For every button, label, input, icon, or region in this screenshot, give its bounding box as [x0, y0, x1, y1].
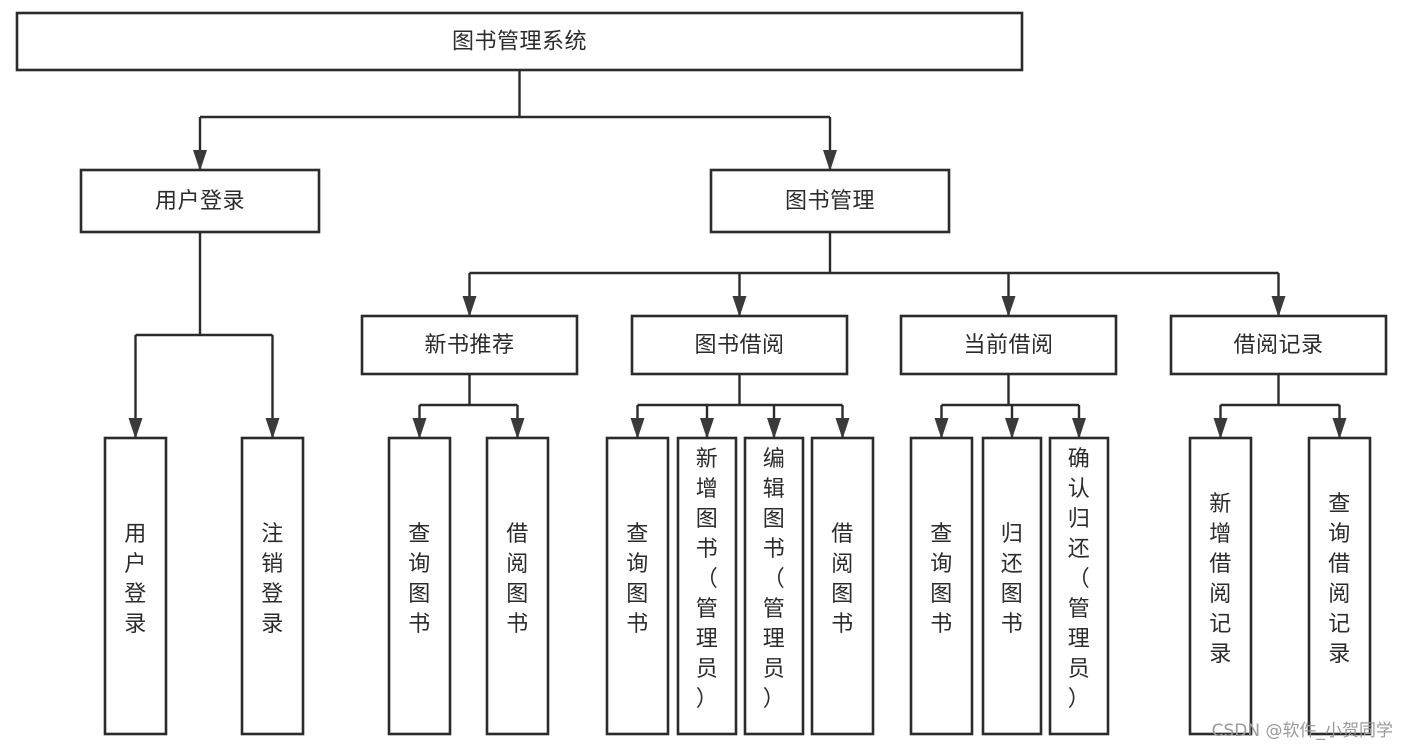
- arrow-head-icon: [1213, 418, 1228, 439]
- level3-node-box[interactable]: [630, 314, 849, 376]
- level2-node-box[interactable]: [709, 168, 951, 234]
- leaf-node-label: 查询图书: [408, 522, 431, 637]
- level3-node-box[interactable]: [1169, 314, 1388, 376]
- leaf-node-label: 编辑图书（管理员）: [763, 447, 786, 712]
- leaf-node-label: 查询图书: [626, 522, 649, 637]
- leaf-node-8[interactable]: 借阅图书: [810, 436, 875, 736]
- arrow-head-icon: [1001, 296, 1016, 317]
- leaf-node-label: 借阅图书: [506, 522, 529, 637]
- node-layer: 图书管理系统用户登录图书管理新书推荐图书借阅当前借阅借阅记录用户登录注销登录查询…: [15, 11, 1388, 736]
- leaf-node-box[interactable]: [810, 436, 875, 736]
- leaf-node-label: 查询图书: [930, 522, 953, 637]
- arrow-head-icon: [412, 418, 427, 439]
- leaf-node-7[interactable]: 编辑图书（管理员）: [743, 436, 805, 736]
- arrow-head-icon: [767, 418, 781, 439]
- level3-node-2[interactable]: 图书借阅: [630, 314, 849, 376]
- leaf-node-label: 借阅图书: [831, 522, 854, 637]
- leaf-node-box[interactable]: [981, 436, 1043, 736]
- leaf-node-box[interactable]: [485, 436, 550, 736]
- leaf-node-11[interactable]: 确认归还（管理员）: [1048, 436, 1110, 736]
- leaf-node-box[interactable]: [1307, 436, 1372, 736]
- level2-node-1[interactable]: 用户登录: [79, 168, 321, 234]
- arrow-head-icon: [193, 150, 207, 171]
- arrow-head-icon: [630, 418, 645, 439]
- level2-node-2[interactable]: 图书管理: [709, 168, 951, 234]
- level3-node-box[interactable]: [899, 314, 1118, 376]
- level3-node-label: 图书借阅: [694, 333, 784, 358]
- leaf-node-box[interactable]: [909, 436, 974, 736]
- leaf-node-box[interactable]: [387, 436, 452, 736]
- level3-node-box[interactable]: [360, 314, 579, 376]
- arrow-head-icon: [732, 296, 747, 317]
- arrow-head-icon: [462, 296, 477, 317]
- leaf-node-box[interactable]: [103, 436, 168, 736]
- leaf-node-label: 归还图书: [1001, 522, 1024, 637]
- leaf-node-box[interactable]: [240, 436, 305, 736]
- level3-node-4[interactable]: 借阅记录: [1169, 314, 1388, 376]
- arrow-head-icon: [835, 418, 850, 439]
- leaf-node-label: 用户登录: [124, 522, 147, 637]
- level2-node-label: 用户登录: [155, 189, 245, 214]
- level2-node-box[interactable]: [79, 168, 321, 234]
- level3-node-3[interactable]: 当前借阅: [899, 314, 1118, 376]
- arrow-head-icon: [823, 150, 837, 171]
- leaf-node-box[interactable]: [1188, 436, 1253, 736]
- arrow-head-icon: [1271, 296, 1286, 317]
- arrow-head-icon: [1072, 418, 1086, 439]
- leaf-node-label: 新增借阅记录: [1209, 492, 1232, 667]
- leaf-node-12[interactable]: 新增借阅记录: [1188, 436, 1253, 736]
- connector-layer: [128, 70, 1347, 439]
- leaf-node-13[interactable]: 查询借阅记录: [1307, 436, 1372, 736]
- leaf-node-6[interactable]: 新增图书（管理员）: [676, 436, 738, 736]
- leaf-node-3[interactable]: 查询图书: [387, 436, 452, 736]
- csdn-watermark: CSDN @软件_小贺同学: [1211, 721, 1393, 741]
- leaf-node-label: 查询借阅记录: [1328, 492, 1351, 667]
- leaf-node-2[interactable]: 注销登录: [240, 436, 305, 736]
- level3-node-label: 当前借阅: [963, 333, 1053, 358]
- arrow-head-icon: [510, 418, 525, 439]
- level2-node-label: 图书管理: [785, 189, 875, 214]
- leaf-node-4[interactable]: 借阅图书: [485, 436, 550, 736]
- leaf-node-box[interactable]: [676, 436, 738, 736]
- leaf-node-label: 新增图书（管理员）: [696, 447, 719, 712]
- leaf-node-box[interactable]: [743, 436, 805, 736]
- arrow-head-icon: [265, 418, 280, 439]
- leaf-node-9[interactable]: 查询图书: [909, 436, 974, 736]
- arrow-head-icon: [934, 418, 949, 439]
- leaf-node-label: 注销登录: [261, 522, 284, 637]
- root-node-box[interactable]: [15, 11, 1024, 72]
- leaf-node-5[interactable]: 查询图书: [605, 436, 670, 736]
- leaf-node-label: 确认归还（管理员）: [1068, 447, 1091, 712]
- leaf-node-10[interactable]: 归还图书: [981, 436, 1043, 736]
- root-node-label: 图书管理系统: [452, 30, 587, 55]
- arrow-head-icon: [128, 418, 143, 439]
- leaf-node-box[interactable]: [1048, 436, 1110, 736]
- arrow-head-icon: [1005, 418, 1019, 439]
- arrow-head-icon: [1332, 418, 1347, 439]
- level3-node-label: 借阅记录: [1233, 333, 1323, 358]
- arrow-head-icon: [700, 418, 714, 439]
- leaf-node-1[interactable]: 用户登录: [103, 436, 168, 736]
- leaf-node-box[interactable]: [605, 436, 670, 736]
- root-node-1[interactable]: 图书管理系统: [15, 11, 1024, 72]
- level3-node-1[interactable]: 新书推荐: [360, 314, 579, 376]
- level3-node-label: 新书推荐: [424, 333, 514, 358]
